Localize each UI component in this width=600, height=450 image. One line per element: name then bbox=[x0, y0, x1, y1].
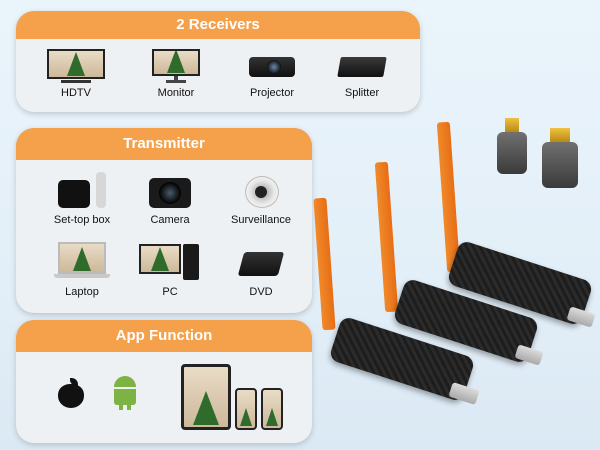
projector-icon bbox=[247, 49, 297, 83]
transmitter-panel: Transmitter Set-top box Camera Surveilla… bbox=[16, 128, 312, 313]
android-icon bbox=[112, 376, 138, 410]
receiver-hdtv: HDTV bbox=[46, 49, 106, 99]
monitor-icon bbox=[152, 49, 200, 83]
antenna bbox=[313, 197, 336, 331]
laptop-icon bbox=[54, 242, 110, 282]
transmitter-title: Transmitter bbox=[16, 128, 312, 160]
hdmi-adapter-icon bbox=[495, 118, 529, 176]
antenna bbox=[374, 161, 399, 313]
hdmi-plug bbox=[566, 306, 596, 328]
app-function-panel: App Function bbox=[16, 320, 312, 443]
set-top-box-icon bbox=[52, 170, 112, 210]
receiver-monitor: Monitor bbox=[146, 49, 206, 99]
transmitter-pc: PC bbox=[134, 242, 206, 298]
transmitter-set-top-box: Set-top box bbox=[46, 170, 118, 226]
receivers-panel: 2 Receivers HDTV Monitor Projector Split… bbox=[16, 11, 420, 112]
hdmi-plug bbox=[448, 382, 480, 405]
transmitter-laptop: Laptop bbox=[46, 242, 118, 298]
dvd-icon bbox=[237, 242, 285, 282]
transmitter-camera: Camera bbox=[134, 170, 206, 226]
hdmi-plug bbox=[514, 344, 544, 366]
receivers-title: 2 Receivers bbox=[16, 11, 420, 39]
pc-icon bbox=[139, 242, 201, 282]
app-function-title: App Function bbox=[16, 320, 312, 352]
tv-icon bbox=[47, 49, 105, 83]
transmitter-dvd: DVD bbox=[224, 242, 298, 298]
receiver-projector: Projector bbox=[241, 49, 303, 99]
receiver-splitter: Splitter bbox=[331, 49, 393, 99]
product-dongles-image bbox=[310, 110, 600, 450]
transmitter-surveillance: Surveillance bbox=[224, 170, 298, 226]
apple-icon bbox=[58, 378, 84, 408]
surveillance-camera-icon bbox=[241, 170, 281, 210]
hdmi-adapter-icon bbox=[540, 128, 580, 190]
camera-icon bbox=[145, 170, 195, 210]
splitter-icon bbox=[337, 49, 387, 83]
tablet-phones-icon bbox=[181, 362, 291, 434]
